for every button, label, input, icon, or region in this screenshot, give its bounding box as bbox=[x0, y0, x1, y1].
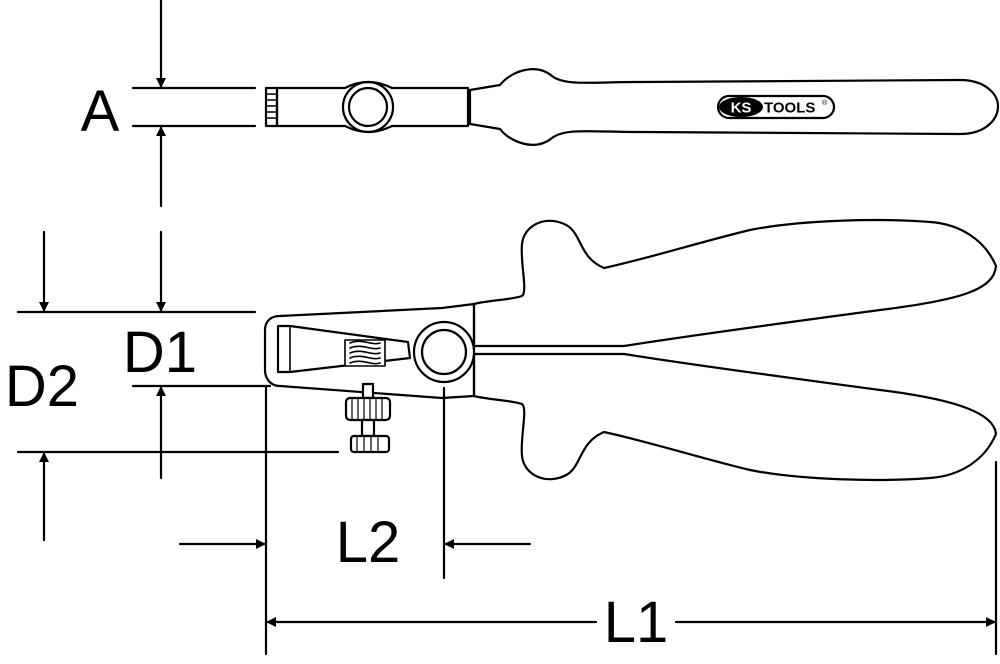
top-view-pivot-inner bbox=[347, 86, 389, 128]
dimension-l1: L1 bbox=[264, 460, 998, 656]
jaw-body bbox=[263, 302, 476, 400]
dimension-d1: D1 bbox=[16, 230, 272, 480]
logo-ks-text: KS bbox=[731, 100, 752, 117]
top-view-handle bbox=[468, 68, 1000, 146]
pliers-front-view bbox=[263, 218, 998, 482]
pivot-inner bbox=[420, 328, 468, 376]
dimension-d1-label: D1 bbox=[123, 320, 197, 385]
upper-handle bbox=[472, 218, 998, 348]
dimension-d2-label: D2 bbox=[5, 354, 79, 419]
dimension-l2: L2 bbox=[178, 384, 532, 656]
dimension-a-label: A bbox=[81, 79, 120, 144]
adjustment-screw bbox=[344, 382, 392, 454]
top-view-pivot-outer bbox=[341, 80, 395, 134]
logo-tools-text: TOOLS bbox=[764, 100, 815, 117]
dimension-d2: D2 bbox=[5, 230, 340, 542]
logo-registered-mark: ® bbox=[822, 99, 828, 107]
spring bbox=[344, 339, 386, 367]
dimension-l2-label: L2 bbox=[336, 510, 401, 575]
dimension-a: A bbox=[81, 0, 257, 208]
dimension-l1-label: L1 bbox=[604, 590, 669, 655]
jaw-slot bbox=[276, 324, 412, 374]
lower-handle bbox=[472, 352, 998, 482]
top-view-nose bbox=[264, 86, 279, 128]
ks-tools-logo: KS TOOLS ® bbox=[716, 94, 836, 120]
pliers-top-view: KS TOOLS ® bbox=[264, 68, 1000, 146]
